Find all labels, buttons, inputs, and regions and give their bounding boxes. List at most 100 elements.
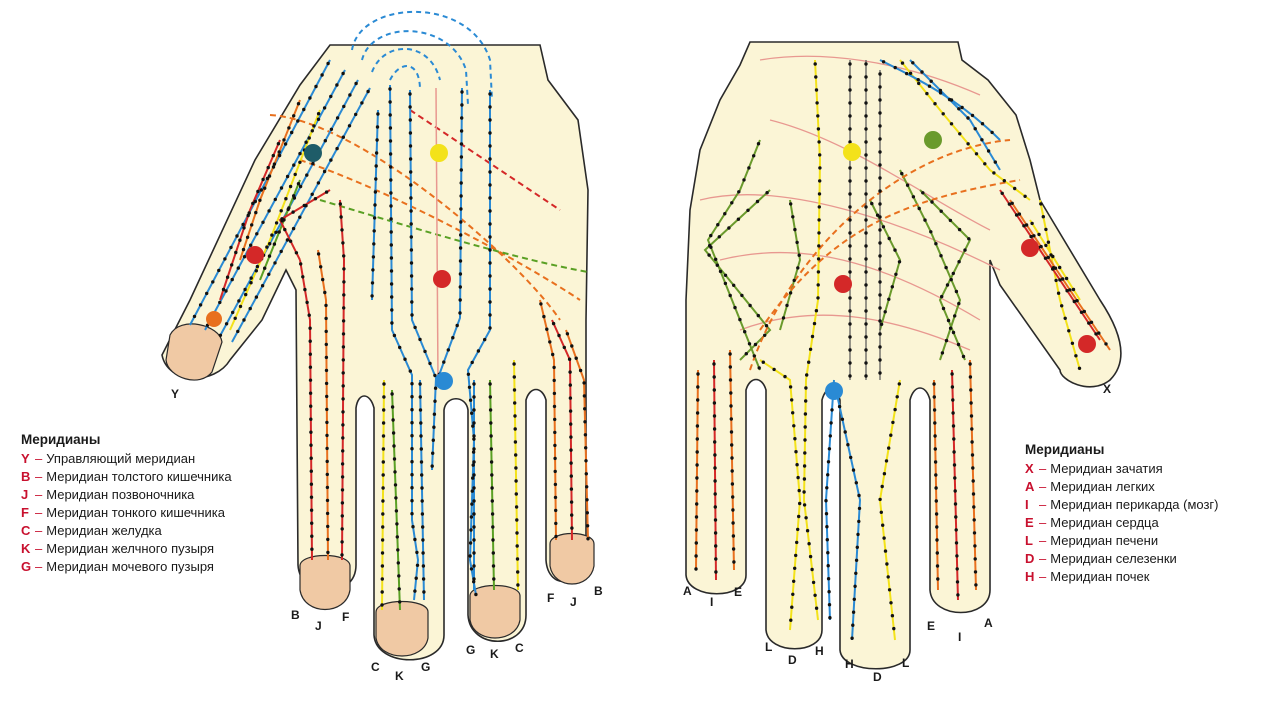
acupoint-dot [380, 538, 385, 542]
acupoint-dot [325, 459, 329, 464]
acupoint-dot [390, 308, 394, 312]
acupoint-dot [793, 437, 797, 441]
acupoint-dot [718, 269, 723, 274]
acupoint-dot [1000, 191, 1004, 195]
acupoint-dot [905, 183, 910, 187]
acupoint-dot [790, 605, 794, 609]
acupoint-dot [864, 101, 868, 105]
acupoint-dot [381, 486, 385, 490]
acupoint-dot [303, 287, 307, 292]
legend-item: C–Меридиан желудка [21, 523, 162, 538]
acupoint-dot [817, 218, 821, 222]
acupoint-dot [817, 192, 822, 196]
acupoint-dot [341, 71, 345, 76]
acupoint-dot [882, 472, 887, 476]
acupoint-dot [582, 394, 587, 398]
acupoint-dot [309, 417, 313, 421]
acupoint-dot [805, 373, 809, 377]
acupoint-dot [878, 98, 882, 102]
acupoint-dot [968, 362, 972, 366]
acupoint-dot [335, 146, 339, 151]
acupoint-dot [513, 414, 517, 418]
acupoint-dot [713, 453, 717, 457]
acupoint-dot [380, 551, 385, 555]
acupoint-dot [810, 334, 815, 339]
acupoint-dot [341, 449, 345, 453]
acupoint-dot [796, 527, 800, 532]
acupoint-dot [471, 424, 475, 428]
acupoint-dot [817, 244, 821, 248]
acupoint-dot [753, 342, 758, 347]
legend-item: Y–Управляющий меридиан [21, 451, 196, 466]
acupoint-dot [1017, 212, 1022, 216]
acupoint-dot [329, 158, 333, 162]
acupoint-dot [793, 566, 797, 570]
acupoint-dot [729, 404, 733, 408]
acupoint-dot [255, 264, 260, 269]
acupoint-dot [695, 437, 699, 441]
acupoint-dot [864, 361, 868, 365]
right-point-red-center [834, 275, 852, 293]
acupoint-dot [1064, 276, 1069, 281]
acupoint-dot [410, 382, 414, 386]
acupoint-dot [325, 446, 329, 451]
acupoint-dot [460, 116, 464, 120]
acupoint-dot [309, 456, 313, 460]
acupoint-dot [489, 460, 494, 464]
acupoint-dot [488, 408, 493, 412]
acupoint-dot [432, 412, 437, 416]
acupoint-dot [917, 81, 921, 86]
acupoint-dot [905, 71, 909, 76]
acupoint-dot [818, 179, 822, 183]
acupoint-dot [864, 335, 868, 339]
acupoint-dot [716, 223, 720, 227]
acupoint-dot [585, 485, 589, 489]
acupoint-dot [433, 373, 437, 378]
acupoint-dot [389, 243, 393, 247]
acupoint-dot [583, 420, 587, 424]
acupoint-dot [816, 257, 821, 261]
acupoint-dot [814, 309, 819, 313]
acupoint-dot [354, 81, 358, 86]
acupoint-dot [848, 62, 852, 66]
acupoint-dot [514, 492, 518, 496]
acupoint-dot [324, 329, 328, 334]
left-finger1-nail [299, 555, 351, 611]
acupoint-dot [875, 213, 880, 217]
acupoint-dot [816, 114, 820, 118]
acupoint-dot [864, 348, 868, 352]
acupoint-dot [421, 551, 425, 555]
acupoint-dot [419, 460, 424, 464]
acupoint-dot [342, 254, 346, 258]
acupoint-dot [230, 277, 234, 282]
left-legend: Меридианы Y–Управляющий меридиан B–Мерид… [21, 431, 232, 576]
legend-label: Меридиан сердца [1050, 515, 1159, 530]
acupoint-dot [381, 525, 385, 529]
acupoint-dot [730, 469, 734, 473]
acupoint-dot [713, 518, 718, 522]
acupoint-dot [320, 73, 324, 77]
acupoint-dot [460, 103, 464, 107]
acupoint-dot [254, 210, 258, 215]
acupoint-dot [825, 525, 829, 529]
acupoint-dot [242, 318, 246, 322]
acupoint-dot [1037, 232, 1041, 237]
acupoint-dot [310, 534, 314, 538]
acupoint-dot [311, 161, 315, 166]
acupoint-dot [410, 395, 414, 399]
right-acupoints [694, 60, 1108, 640]
acupoint-dot [488, 183, 492, 187]
acupoint-dot [245, 235, 250, 239]
acupoint-dot [712, 388, 716, 392]
acupoint-dot [340, 527, 344, 531]
acupoint-dot [864, 153, 868, 157]
legend-label: Меридиан тонкого кишечника [46, 505, 225, 520]
acupoint-dot [394, 509, 399, 513]
acupoint-dot [325, 498, 330, 503]
acupoint-dot [1089, 320, 1094, 324]
acupoint-dot [1051, 267, 1055, 271]
acupoint-dot [488, 92, 492, 96]
acupoint-dot [263, 186, 267, 190]
acupoint-dot [864, 322, 868, 326]
acupoint-dot [695, 476, 699, 480]
